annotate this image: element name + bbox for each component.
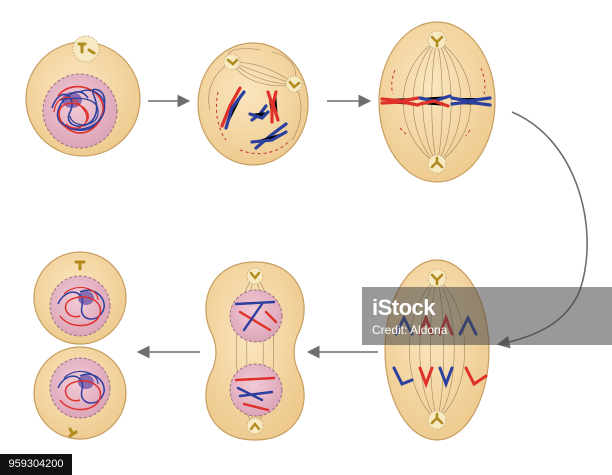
centrosome (72, 35, 100, 63)
stock-id-label: 959304200 (0, 454, 72, 475)
centrosome (427, 410, 447, 430)
nucleus-upper (229, 289, 283, 343)
centrosome (246, 267, 264, 285)
separating-chromatids-lower (392, 366, 488, 389)
telophase-cell (205, 261, 305, 441)
nuclear-envelope-fragments (215, 91, 291, 155)
watermark-credit: Credit: Aldona (372, 323, 448, 337)
centrosome (427, 268, 447, 288)
interphase-cell (25, 35, 141, 157)
metaphase-cell (378, 21, 496, 183)
daughter-cell-lower (33, 346, 127, 440)
metaphase-plate-chromosomes (380, 94, 492, 108)
centrosome (68, 427, 78, 438)
centrosome (74, 260, 86, 271)
centrosome (427, 30, 447, 50)
centrosome (246, 417, 264, 435)
chromosomes (220, 86, 288, 150)
watermark-logo: iStock (372, 295, 436, 320)
centrosome (427, 154, 447, 174)
membrane-fragments (391, 67, 486, 137)
nucleus-lower (229, 363, 283, 417)
watermark-banner: iStock Credit: Aldona (362, 287, 612, 345)
daughter-cell-upper (33, 251, 127, 345)
prophase-cell (197, 42, 309, 166)
nucleus (42, 73, 118, 149)
